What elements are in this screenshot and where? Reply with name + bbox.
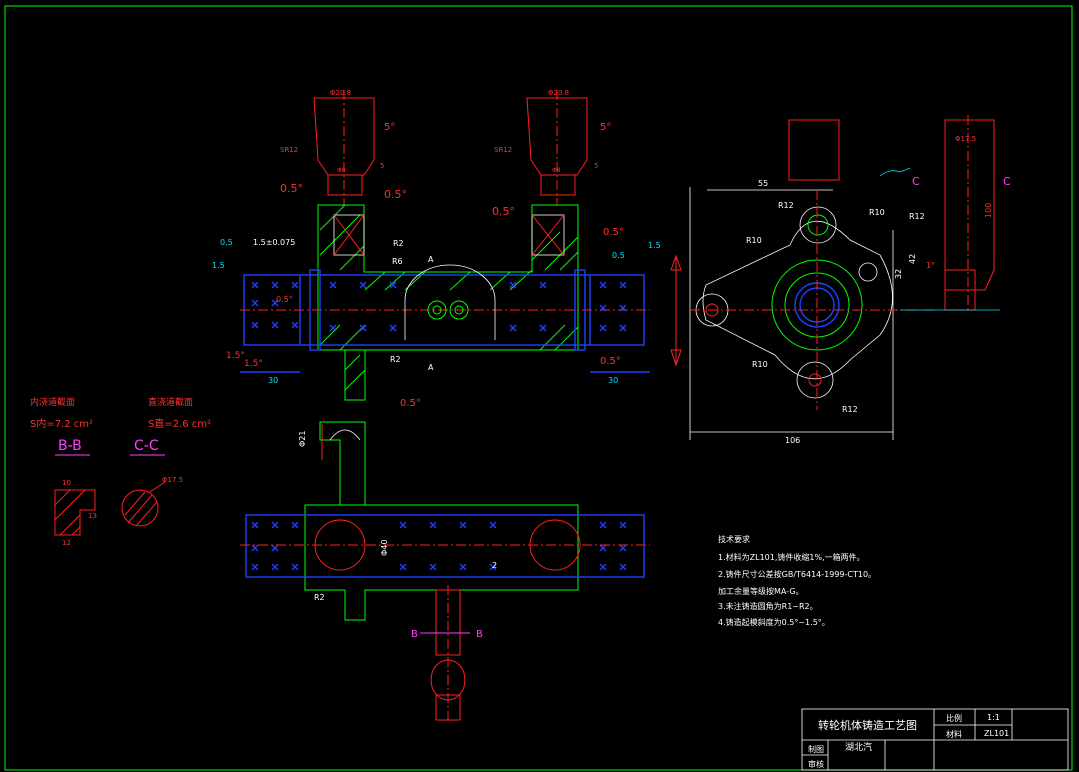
note-5: 4.铸造起模斜度为0.5°~1.5°。 (718, 617, 830, 627)
angle-05-d: 0.5° (603, 227, 624, 238)
dim-30-right: 30 (608, 376, 618, 385)
dim-32: 32 (894, 269, 903, 279)
section-a-bottom: A (428, 363, 434, 372)
r12-a: R12 (778, 201, 794, 210)
drawing-title: 转轮机体铸造工艺图 (818, 718, 917, 732)
r2-top: R2 (393, 239, 404, 248)
angle-05-c: 0.5° (492, 205, 515, 218)
scale-value: 1:1 (987, 713, 1000, 722)
bb-dim-13: 13 (88, 512, 97, 520)
body-outline (317, 204, 579, 351)
flange-outline (702, 220, 893, 380)
r2-bottom: R2 (390, 355, 401, 364)
drawing-border (4, 5, 1073, 771)
cc-dim: Φ17.5 (162, 476, 183, 484)
note-3: 加工余量等级按MA-G。 (718, 586, 804, 596)
angle-15-b: 1.5° (244, 359, 263, 369)
note-4: 3.未注铸造圆角为R1~R2。 (718, 601, 818, 611)
school-name: 湖北汽 (845, 741, 872, 753)
dim-phi-right: Φ20.8 (548, 89, 569, 97)
section-views: 内浇道截面 S内=7.2 cm² 直浇道截面 S直=2.6 cm² B-B C-… (30, 396, 211, 547)
right-riser (526, 97, 588, 176)
side-part: Φ17.5 100 C C (879, 115, 1011, 311)
phi21: Φ21 (298, 431, 307, 447)
dim-5-right: 5 (594, 162, 598, 170)
section-a-top: A (428, 255, 434, 264)
section-b-right: B (476, 629, 483, 640)
bb-area-value: S内=7.2 cm² (30, 417, 93, 430)
note-1: 1.材料为ZL101,铸件收缩1%,一箱两件。 (718, 552, 865, 562)
cc-title: C-C (134, 438, 159, 454)
bottom-view: Φ21 Φ40 2 R2 B B (240, 421, 650, 722)
section-c-left: C (912, 175, 920, 188)
angle-15-a: 1.5° (226, 351, 245, 361)
dim-05-right: 0.5 (612, 251, 625, 260)
tolerance-text: 1.5±0.075 (253, 238, 295, 247)
angle-05-f: 0.5° (600, 356, 621, 367)
bottom-core (245, 514, 645, 578)
dim-phi-left: Φ20.8 (330, 89, 351, 97)
bb-dim-10: 10 (62, 479, 71, 487)
section-b-left: B (411, 629, 418, 640)
r10-a: R10 (869, 208, 885, 217)
r12-b: R12 (909, 212, 925, 221)
cc-area-label: 直浇道截面 (148, 396, 193, 408)
bb-dim-12: 12 (62, 539, 71, 547)
r2-bottom-view: R2 (314, 593, 325, 602)
dim-42: 42 (908, 254, 917, 264)
right-view: 106 55 R12 R10 R12 R10 R10 R12 42 32 1° (689, 119, 935, 445)
sr-left: SR12 (280, 146, 298, 154)
angle-05-b: 0.5° (384, 188, 407, 201)
dim-15-left: 1.5 (212, 261, 225, 270)
angle-05-a: 0.5° (280, 182, 303, 195)
angle-1: 1° (926, 261, 935, 270)
r10-c: R10 (752, 360, 768, 369)
title-block: 转轮机体铸造工艺图 比例 1:1 材料 ZL101 制图 审核 湖北汽 (801, 708, 1069, 771)
left-riser (313, 97, 375, 176)
phi8-left: Φ8 (337, 167, 346, 174)
r6: R6 (392, 257, 403, 266)
note-2: 2.铸件尺寸公差按GB/T6414-1999-CT10。 (718, 569, 876, 579)
section-c-right: C (1003, 175, 1011, 188)
num-2: 2 (492, 561, 497, 570)
notes-title: 技术要求 (718, 534, 750, 544)
dim-55: 55 (758, 179, 768, 188)
phi40: Φ40 (380, 540, 389, 556)
cc-area-value: S直=2.6 cm² (148, 417, 211, 430)
check-label: 审核 (808, 759, 824, 769)
dim-05-top: 0.5 (220, 238, 233, 247)
technical-notes: 技术要求 1.材料为ZL101,铸件收缩1%,一箱两件。 2.铸件尺寸公差按GB… (718, 534, 876, 627)
sr-right: SR12 (494, 146, 512, 154)
dim-15-right: 1.5 (648, 241, 661, 250)
top-view: Φ20.8 5° SR12 Φ8 5 Φ20.8 5° SR12 Φ8 5 (212, 89, 682, 409)
angle-5-left: 5° (384, 122, 395, 133)
angle-05-g: 0.5° (276, 295, 293, 304)
bb-area-label: 内浇道截面 (30, 396, 75, 408)
phi8-right: Φ8 (552, 167, 561, 174)
scale-label: 比例 (946, 713, 962, 723)
dim-106: 106 (785, 436, 800, 445)
material-label: 材料 (946, 729, 962, 739)
bb-title: B-B (58, 438, 82, 454)
r10-b: R10 (746, 236, 762, 245)
angle-05-e: 0.5° (400, 398, 421, 409)
r12-c: R12 (842, 405, 858, 414)
dim-5-left: 5 (380, 162, 384, 170)
design-label: 制图 (808, 744, 824, 754)
material-value: ZL101 (984, 729, 1009, 738)
dim-30-left: 30 (268, 376, 278, 385)
phi-17-5: Φ17.5 (955, 135, 976, 143)
angle-5-right: 5° (600, 122, 611, 133)
dim-100: 100 (984, 203, 993, 218)
